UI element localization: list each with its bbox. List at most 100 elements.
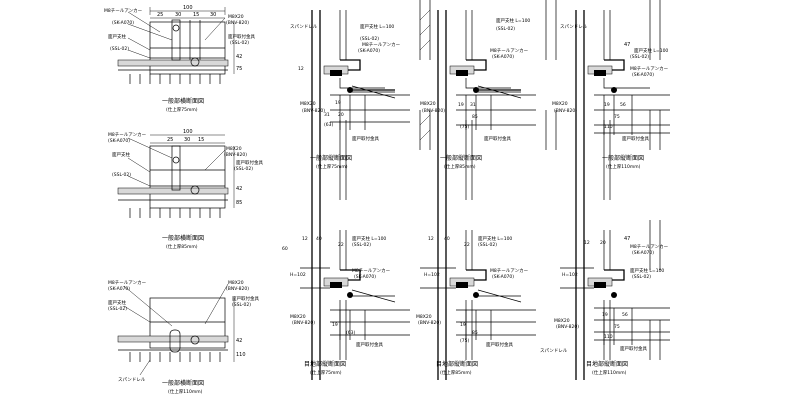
- dim-label: 12: [302, 236, 308, 242]
- dim-label: H=102: [562, 272, 578, 278]
- dim-label: H=102: [290, 272, 306, 278]
- callout-label: 面戸取付金具: [352, 135, 379, 142]
- dim-label: 19: [332, 322, 338, 328]
- spandrel-label: スパンドレル: [540, 348, 568, 354]
- dim-label: 42: [236, 338, 242, 344]
- dim-label: 22: [464, 242, 470, 248]
- dim-label: (63): [324, 122, 333, 128]
- callout-label: 面戸取付金具: [622, 135, 649, 142]
- dim-label: 12: [428, 236, 434, 242]
- dim-label: 22: [338, 242, 344, 248]
- view-subcaption: (仕上厚85mm): [166, 243, 198, 250]
- callout-label: 面戸取付金具: [356, 341, 383, 348]
- callout-label: (SK-A070): [492, 54, 514, 60]
- dim-label: 20: [338, 112, 344, 118]
- callout-label: 面戸支柱 L=100: [478, 235, 512, 242]
- view-subcaption: (仕上厚85mm): [440, 369, 472, 376]
- view-caption: 一般部縦断面図: [310, 154, 352, 162]
- section-joint-85: H=102 12 40 22 面戸支柱 L=100 (SSL-02) M8チール…: [416, 230, 536, 376]
- callout-label: 面戸支柱 L=100: [634, 47, 668, 54]
- dim-label: (75): [460, 124, 469, 130]
- callout-label: M8チールアンカー: [108, 132, 147, 138]
- callout-label: 面戸支柱 L=100: [496, 17, 530, 24]
- view-caption: 目地部縦断面図: [586, 360, 628, 368]
- section-joint-110: H=102 12 20 47 M8チールアンカー (SK-A070) 面戸支柱 …: [540, 220, 670, 376]
- callout-label: (SK-A070): [632, 250, 654, 256]
- callout-label: 面戸支柱 L=100: [630, 267, 664, 274]
- callout-label: M8X20: [228, 14, 244, 20]
- callout-label: M8チールアンカー: [352, 268, 391, 274]
- callout-label: M8X20: [554, 318, 570, 324]
- dim-label: 15: [198, 137, 204, 143]
- spandrel-label: スパンドレル: [118, 377, 146, 383]
- dim-label: 19: [604, 102, 610, 108]
- dim-label: 85: [472, 114, 478, 120]
- dim-100: 100: [183, 129, 193, 135]
- callout-label: M8チールアンカー: [104, 8, 143, 14]
- callout-label: M8X20: [290, 314, 306, 320]
- view-caption: 目地部縦断面図: [436, 360, 478, 368]
- dim-label: 75: [614, 324, 620, 330]
- callout-label: (SK-A070): [354, 274, 376, 280]
- callout-label: M8X20: [420, 101, 436, 107]
- callout-label: M8チールアンカー: [630, 244, 669, 250]
- dim-label: 15: [193, 12, 199, 18]
- dim-label: 40: [316, 236, 322, 242]
- dim-label: H=102: [424, 272, 440, 278]
- view-subcaption: (仕上厚75mm): [166, 106, 198, 113]
- dim-label: 85: [236, 200, 242, 206]
- callout-label: (BNV-820): [556, 324, 579, 330]
- view-subcaption: (仕上厚110mm): [168, 388, 203, 395]
- dim-label: 56: [622, 312, 628, 318]
- spandrel-label: スパンドレル: [560, 24, 588, 30]
- dim-label: 12: [298, 66, 304, 72]
- callout-label: M8X20: [416, 314, 432, 320]
- callout-label: (BNV-820): [554, 108, 577, 114]
- callout-label: M8チールアンカー: [362, 42, 401, 48]
- section-joint-75: H=102 60 12 40 22 面戸支柱 L=100 (SSL-02) M8…: [282, 230, 410, 376]
- dim-label: 31: [324, 112, 330, 118]
- callout-label: (SSL-02): [352, 242, 371, 248]
- dim-label: 19: [460, 322, 466, 328]
- dim-label: 42: [236, 54, 242, 60]
- callout-label: (SK-A070): [492, 274, 514, 280]
- dim-label: 47: [624, 42, 630, 48]
- callout-label: (SSL-02): [234, 166, 253, 172]
- callout-label: (SSL-02): [630, 54, 649, 60]
- dim-label: 75: [236, 66, 242, 72]
- view-subcaption: (仕上厚75mm): [316, 163, 348, 170]
- callout-label: (SSL-02): [112, 172, 131, 178]
- callout-label: (BNV-820): [292, 320, 315, 326]
- callout-label: 面戸取付金具: [486, 341, 513, 348]
- dim-label: 12: [584, 240, 590, 246]
- view-subcaption: (仕上厚110mm): [592, 369, 627, 376]
- dim-label: 56: [620, 102, 626, 108]
- view-subcaption: (仕上厚110mm): [606, 163, 641, 170]
- dim-label: 31: [470, 102, 476, 108]
- callout-label: 面戸取付金具: [620, 345, 647, 352]
- callout-label: 面戸取付金具: [228, 33, 255, 40]
- callout-label: (BNV-820): [302, 108, 325, 114]
- callout-label: (SSL-02): [360, 36, 379, 42]
- callout-label: 面戸支柱: [108, 33, 126, 40]
- dim-label: 19: [458, 102, 464, 108]
- callout-label: 面戸支柱: [112, 151, 130, 158]
- callout-label: 面戸取付金具: [232, 295, 259, 302]
- callout-label: (BNV-820): [422, 108, 445, 114]
- dim-label: 40: [444, 236, 450, 242]
- view-caption: 目地部縦断面図: [304, 360, 346, 368]
- view-caption: 一般部横断面図: [162, 379, 204, 387]
- dim-label: 75: [614, 114, 620, 120]
- callout-label: (SK-A070): [358, 48, 380, 54]
- callout-label: (SSL-02): [110, 46, 129, 52]
- callout-label: M8X20: [228, 280, 244, 286]
- dim-label: 25: [157, 12, 163, 18]
- callout-label: (SK-A070): [112, 20, 134, 26]
- callout-label: 面戸支柱: [108, 299, 126, 306]
- dim-label: 85: [472, 330, 478, 336]
- callout-label: (SK-A070): [108, 286, 130, 292]
- dim-label: 42: [236, 186, 242, 192]
- dim-label: 110: [236, 352, 246, 358]
- callout-label: (SSL-02): [230, 40, 249, 46]
- dim-label: (63): [346, 330, 355, 336]
